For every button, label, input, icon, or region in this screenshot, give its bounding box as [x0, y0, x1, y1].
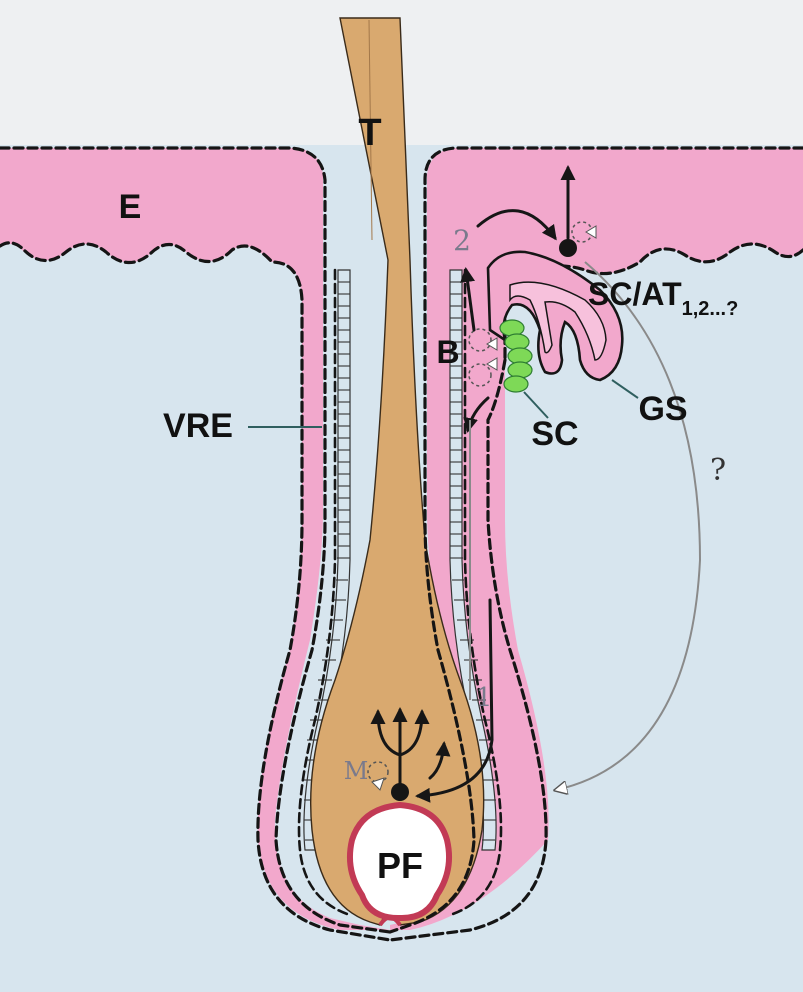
label-hair-shaft: T [358, 112, 381, 154]
label-stem-cells: SC [531, 415, 578, 453]
label-path-2: 2 [453, 224, 471, 257]
label-epidermis: E [119, 188, 142, 226]
label-papilla: PF [377, 845, 423, 886]
label-vre: VRE [163, 407, 233, 445]
label-bulge: B [436, 334, 459, 370]
label-melanocyte: M [344, 757, 369, 785]
matrix-cell [391, 783, 409, 801]
label-sc-at-main: SC/AT [588, 276, 682, 312]
sc-at-cell [559, 239, 577, 257]
label-path-1: 1 [476, 683, 493, 713]
label-sc-at-sub: 1,2...? [682, 298, 739, 320]
label-sebaceous-gland: GS [638, 390, 687, 428]
label-question: ? [710, 453, 726, 488]
